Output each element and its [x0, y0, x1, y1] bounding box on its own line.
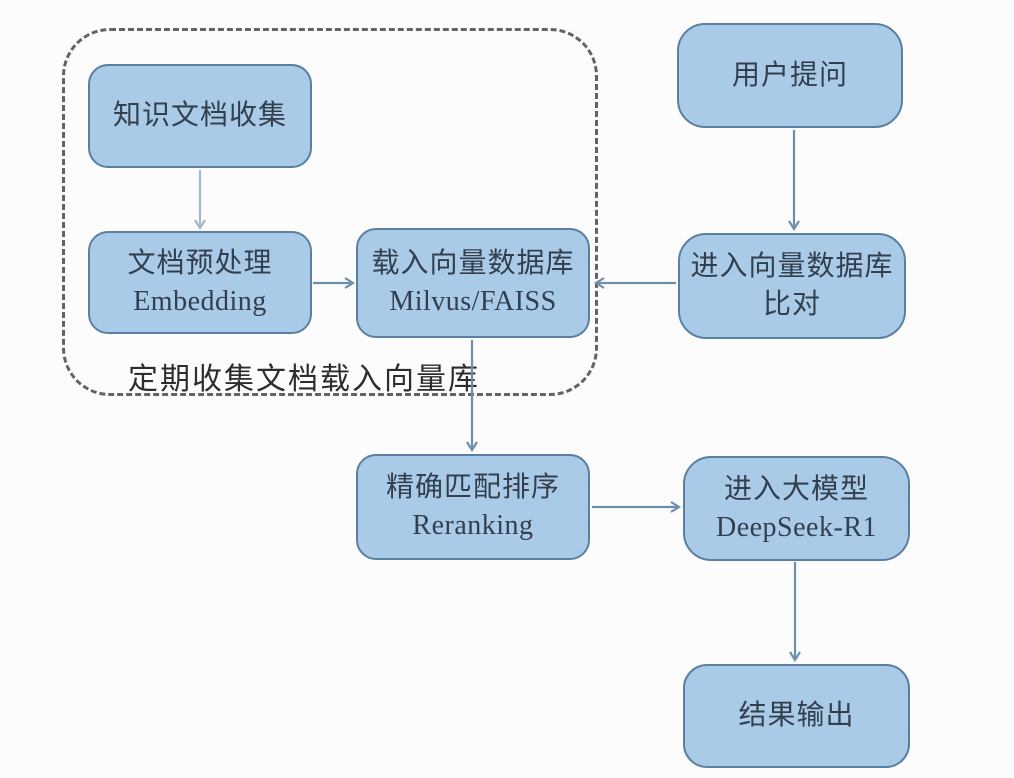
node-knowledge-document-collection: 知识文档收集	[88, 64, 312, 168]
node-sublabel: Milvus/FAISS	[389, 286, 557, 317]
periodic-collection-group-outline	[62, 28, 598, 396]
node-label: 精确匹配排序	[385, 472, 560, 503]
node-label: 载入向量数据库	[371, 248, 575, 279]
node-result-output: 结果输出	[683, 664, 910, 768]
node-llm-deepseek-r1: 进入大模型 DeepSeek-R1	[683, 456, 910, 561]
node-label: 进入大模型	[723, 473, 869, 505]
node-exact-match-reranking: 精确匹配排序 Reranking	[356, 454, 590, 560]
node-sublabel: Reranking	[412, 510, 534, 541]
node-label: 进入向量数据库	[690, 251, 894, 282]
node-user-question: 用户提问	[677, 23, 903, 128]
node-sublabel: DeepSeek-R1	[715, 511, 877, 543]
node-label: 结果输出	[738, 700, 855, 731]
node-label: 用户提问	[731, 59, 848, 91]
node-document-preprocess-embedding: 文档预处理 Embedding	[88, 231, 312, 334]
node-label: 知识文档收集	[112, 100, 287, 131]
node-load-vector-database: 载入向量数据库 Milvus/FAISS	[356, 228, 590, 338]
node-sublabel: Embedding	[133, 285, 267, 317]
node-vector-database-compare: 进入向量数据库 比对	[678, 233, 906, 339]
node-label: 文档预处理	[127, 247, 273, 279]
periodic-collection-group-label: 定期收集文档载入向量库	[128, 363, 480, 396]
node-sublabel: 比对	[762, 289, 821, 320]
